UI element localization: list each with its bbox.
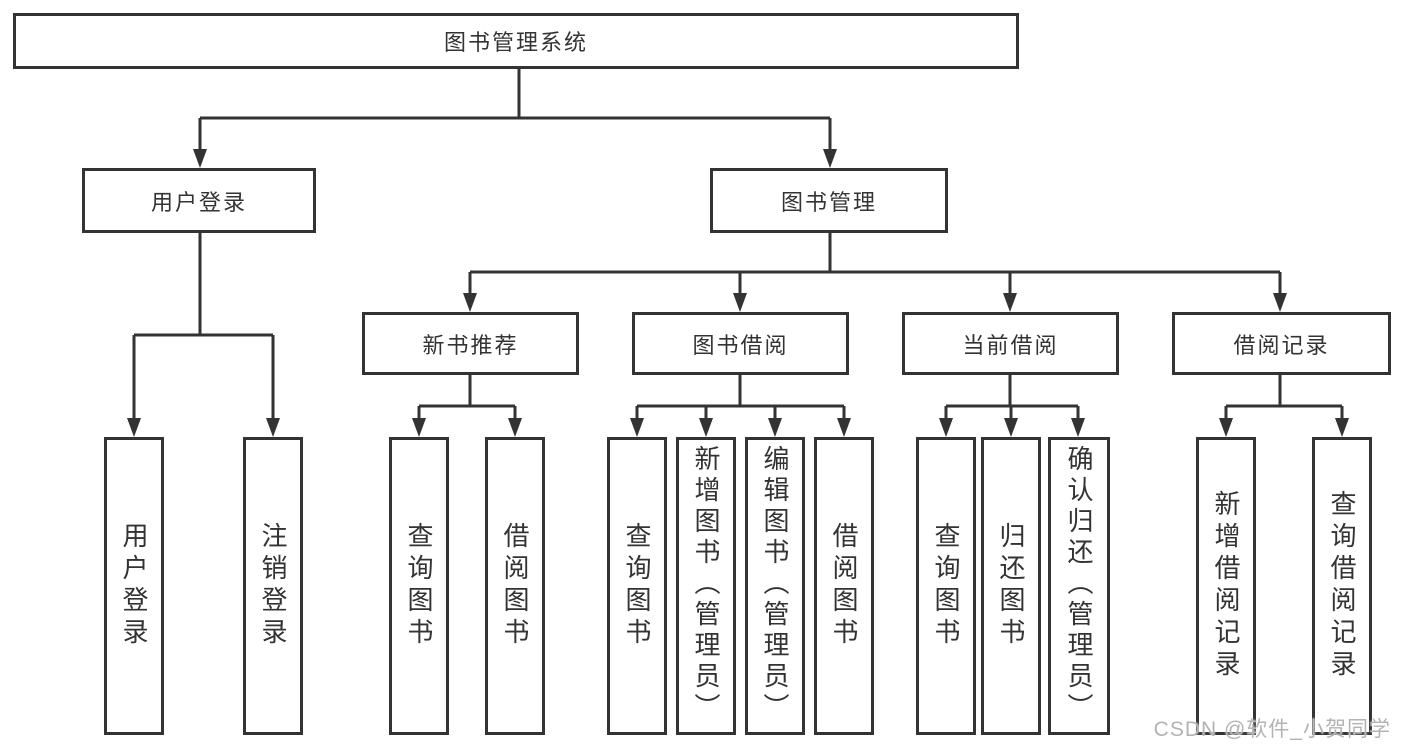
leaf-edit-books-admin-label: 编辑图书（管理员）	[760, 445, 790, 724]
node-book-borrowing-label: 图书借阅	[692, 332, 789, 358]
node-borrowing-records-label: 借阅记录	[1233, 332, 1330, 358]
arrowhead-icon	[463, 293, 477, 312]
node-current-borrowing-label: 当前借阅	[962, 332, 1059, 358]
arrowhead-icon	[266, 418, 280, 437]
node-current-borrowing: 当前借阅	[902, 312, 1119, 375]
leaf-add-borrow-record: 新增借阅记录	[1196, 437, 1256, 735]
leaf-newbooks-borrow-books: 借阅图书	[485, 437, 545, 735]
leaf-borrow-query-books-label: 查询图书	[622, 522, 652, 650]
arrowhead-icon	[837, 418, 851, 437]
leaf-confirm-return-admin: 确认归还（管理员）	[1048, 437, 1110, 735]
arrowhead-icon	[127, 418, 141, 437]
leaf-return-books: 归还图书	[981, 437, 1041, 735]
arrowhead-icon	[193, 149, 207, 168]
connector-borrowrecords-to-leaves	[1224, 375, 1344, 419]
leaf-current-query-books: 查询图书	[916, 437, 976, 735]
leaf-logout-label: 注销登录	[258, 522, 288, 650]
node-book-management-label: 图书管理	[780, 189, 877, 215]
leaf-borrow-borrow-books: 借阅图书	[814, 437, 874, 735]
node-user-login-label: 用户登录	[150, 189, 247, 215]
connector-userlogin-to-leaves	[132, 232, 275, 419]
connector-newbooks-to-leaves	[417, 375, 517, 419]
leaf-current-query-books-label: 查询图书	[931, 522, 961, 650]
leaf-add-borrow-record-label: 新增借阅记录	[1211, 490, 1241, 682]
connector-bookborrow-to-leaves	[635, 375, 846, 419]
leaf-logout: 注销登录	[243, 437, 303, 735]
arrowhead-icon	[1071, 418, 1085, 437]
leaf-newbooks-borrow-books-label: 借阅图书	[500, 522, 530, 650]
node-book-borrowing: 图书借阅	[632, 312, 849, 375]
arrowhead-icon	[1004, 418, 1018, 437]
arrowhead-icon	[1219, 418, 1233, 437]
arrowhead-icon	[768, 418, 782, 437]
arrowhead-icon	[1335, 418, 1349, 437]
leaf-add-books-admin-label: 新增图书（管理员）	[691, 445, 721, 724]
node-new-book-recommend: 新书推荐	[362, 312, 579, 375]
watermark: CSDN @软件_小贺同学	[1153, 718, 1391, 741]
leaf-edit-books-admin: 编辑图书（管理员）	[745, 437, 805, 735]
node-book-management: 图书管理	[710, 168, 948, 233]
connector-bookmgmt-to-level3	[468, 232, 1282, 294]
arrowhead-icon	[1273, 293, 1287, 312]
leaf-add-books-admin: 新增图书（管理员）	[676, 437, 736, 735]
arrowhead-icon	[1003, 293, 1017, 312]
node-borrowing-records: 借阅记录	[1172, 312, 1391, 375]
leaf-return-books-label: 归还图书	[996, 522, 1026, 650]
arrowhead-icon	[508, 418, 522, 437]
connector-currentborrow-to-leaves	[944, 375, 1080, 419]
leaf-query-borrow-record-label: 查询借阅记录	[1327, 490, 1357, 682]
arrowhead-icon	[823, 149, 837, 168]
node-library-system-root: 图书管理系统	[13, 13, 1019, 69]
leaf-borrow-borrow-books-label: 借阅图书	[829, 522, 859, 650]
leaf-user-login-label: 用户登录	[119, 522, 149, 650]
leaf-user-login: 用户登录	[104, 437, 164, 735]
node-library-system-root-label: 图书管理系统	[443, 30, 588, 55]
node-new-book-recommend-label: 新书推荐	[422, 332, 519, 358]
arrowhead-icon	[412, 418, 426, 437]
leaf-query-borrow-record: 查询借阅记录	[1312, 437, 1372, 735]
leaf-newbooks-query-books-label: 查询图书	[404, 522, 434, 650]
arrowhead-icon	[733, 293, 747, 312]
node-user-login: 用户登录	[82, 168, 316, 233]
arrowhead-icon	[699, 418, 713, 437]
connector-root-to-level2	[198, 68, 832, 150]
leaf-confirm-return-admin-label: 确认归还（管理员）	[1064, 445, 1094, 724]
arrowhead-icon	[939, 418, 953, 437]
leaf-borrow-query-books: 查询图书	[607, 437, 667, 735]
arrowhead-icon	[630, 418, 644, 437]
leaf-newbooks-query-books: 查询图书	[389, 437, 449, 735]
